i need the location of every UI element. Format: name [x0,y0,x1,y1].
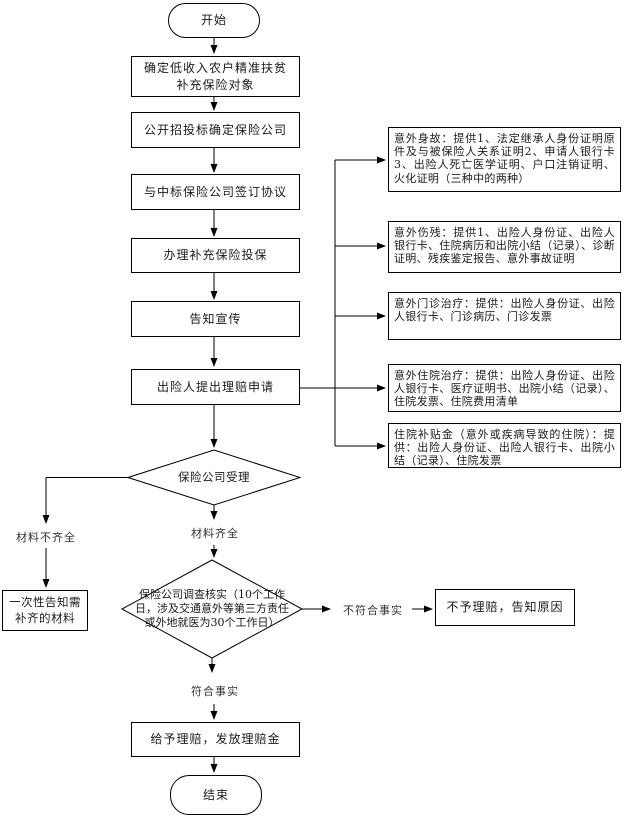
start-node: 开始 [168,3,260,38]
step-determine-target: 确定低收入农户精准扶贫补充保险对象 [131,56,300,97]
step-claim-request: 出险人提出理赔申请 [131,369,300,405]
branch-label-not-factual: 不符合事实 [343,604,403,617]
end-node: 结束 [170,775,262,815]
requirement-hospitalization-subsidy: 住院补贴金（意外或疾病导致的住院）：提供：出险人身份证、出险人银行卡、出院小结（… [388,423,621,468]
branch-label-materials-incomplete: 材料不齐全 [16,531,76,544]
step-sign-agreement: 与中标保险公司签订协议 [131,174,300,210]
step-pay-claim: 给予理赔，发放理赔金 [131,722,300,757]
flow-arrows [42,38,433,773]
requirement-accidental-death: 意外身故：提供1、法定继承人身份证明原件及与被保险人关系证明2、申请人银行卡3、… [388,127,621,192]
decision-accept-diamond [126,449,302,506]
branch-label-factual: 符合事实 [191,685,239,698]
requirement-outpatient-treatment: 意外门诊治疗：提供：出险人身份证、出险人银行卡、门诊病历、门诊发票 [388,292,621,340]
requirement-accidental-disability: 意外伤残：提供1、出险人身份证、出险人银行卡、住院病历和出院小结（记录）、诊断证… [388,221,621,273]
decision-accept-label: 保险公司受理 [178,470,250,485]
step-notify-missing-materials: 一次性告知需补齐的材料 [2,590,88,631]
step-reject-claim: 不予理赔，告知原因 [435,589,575,626]
step-public-bidding: 公开招投标确定保险公司 [131,112,300,148]
step-apply-insurance: 办理补充保险投保 [131,238,300,273]
step-publicity: 告知宣传 [131,301,300,337]
decision-diamonds [120,449,304,659]
branch-label-materials-complete: 材料齐全 [191,527,239,540]
decision-verify-label: 保险公司调查核实（10个工作日，涉及交通意外等第三方责任或外地就医为30个工作日… [135,588,289,629]
requirement-hospitalization-treatment: 意外住院治疗：提供：出险人身份证、出险人银行卡、医疗证明书、出院小结（记录）、住… [388,364,621,412]
decision-verify-diamond [120,559,304,659]
